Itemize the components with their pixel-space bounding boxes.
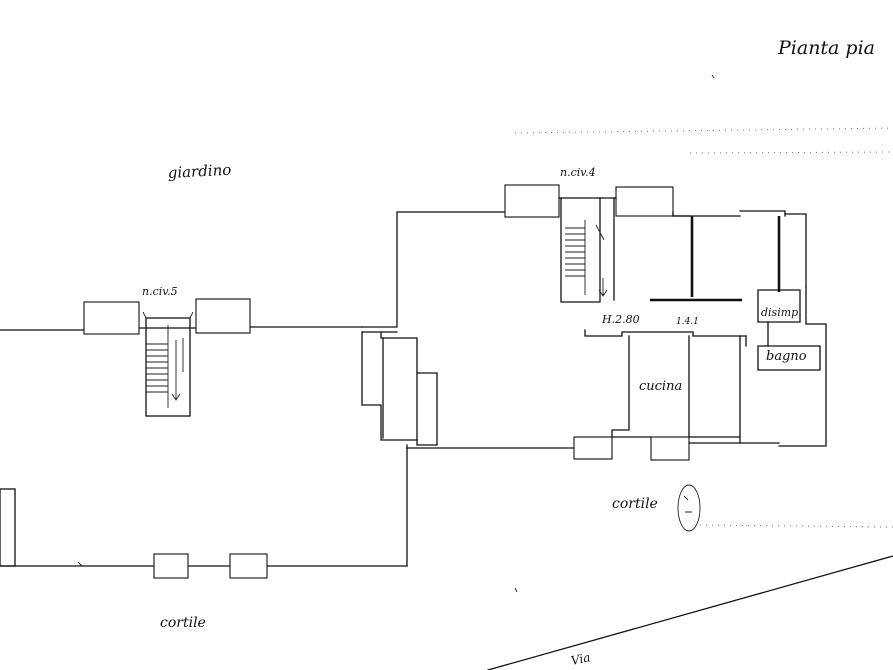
window [195,298,251,334]
stair-5-label: n.civ.5 [142,285,178,298]
wc-label: disimp. [761,306,802,319]
height-label: H.2.80 [601,313,640,326]
window [615,186,674,217]
mark-label: 1.4.1 [676,317,699,327]
stepped-connector [361,211,575,449]
staircase-4 [560,197,615,303]
stair-4-label: n.civ.4 [560,166,596,179]
courtyard-bottom-label: cortile [160,615,206,631]
street-label: Via [570,650,592,668]
street-line [487,555,893,670]
right-building [504,184,827,461]
dotted-guide-lines [514,127,893,528]
window [83,301,140,335]
window [573,436,613,460]
garden-label: giardino [167,161,231,182]
plan-title: Pianta pia [777,37,875,59]
window [229,553,268,579]
north-symbol [677,484,701,532]
kitchen-label: cucina [639,379,682,394]
window [504,184,560,218]
bath-label: bagno [766,349,807,364]
staircase-5 [142,311,194,417]
window [650,436,690,461]
left-building [0,298,408,579]
courtyard-right-label: cortile [612,496,658,512]
window [153,553,189,579]
